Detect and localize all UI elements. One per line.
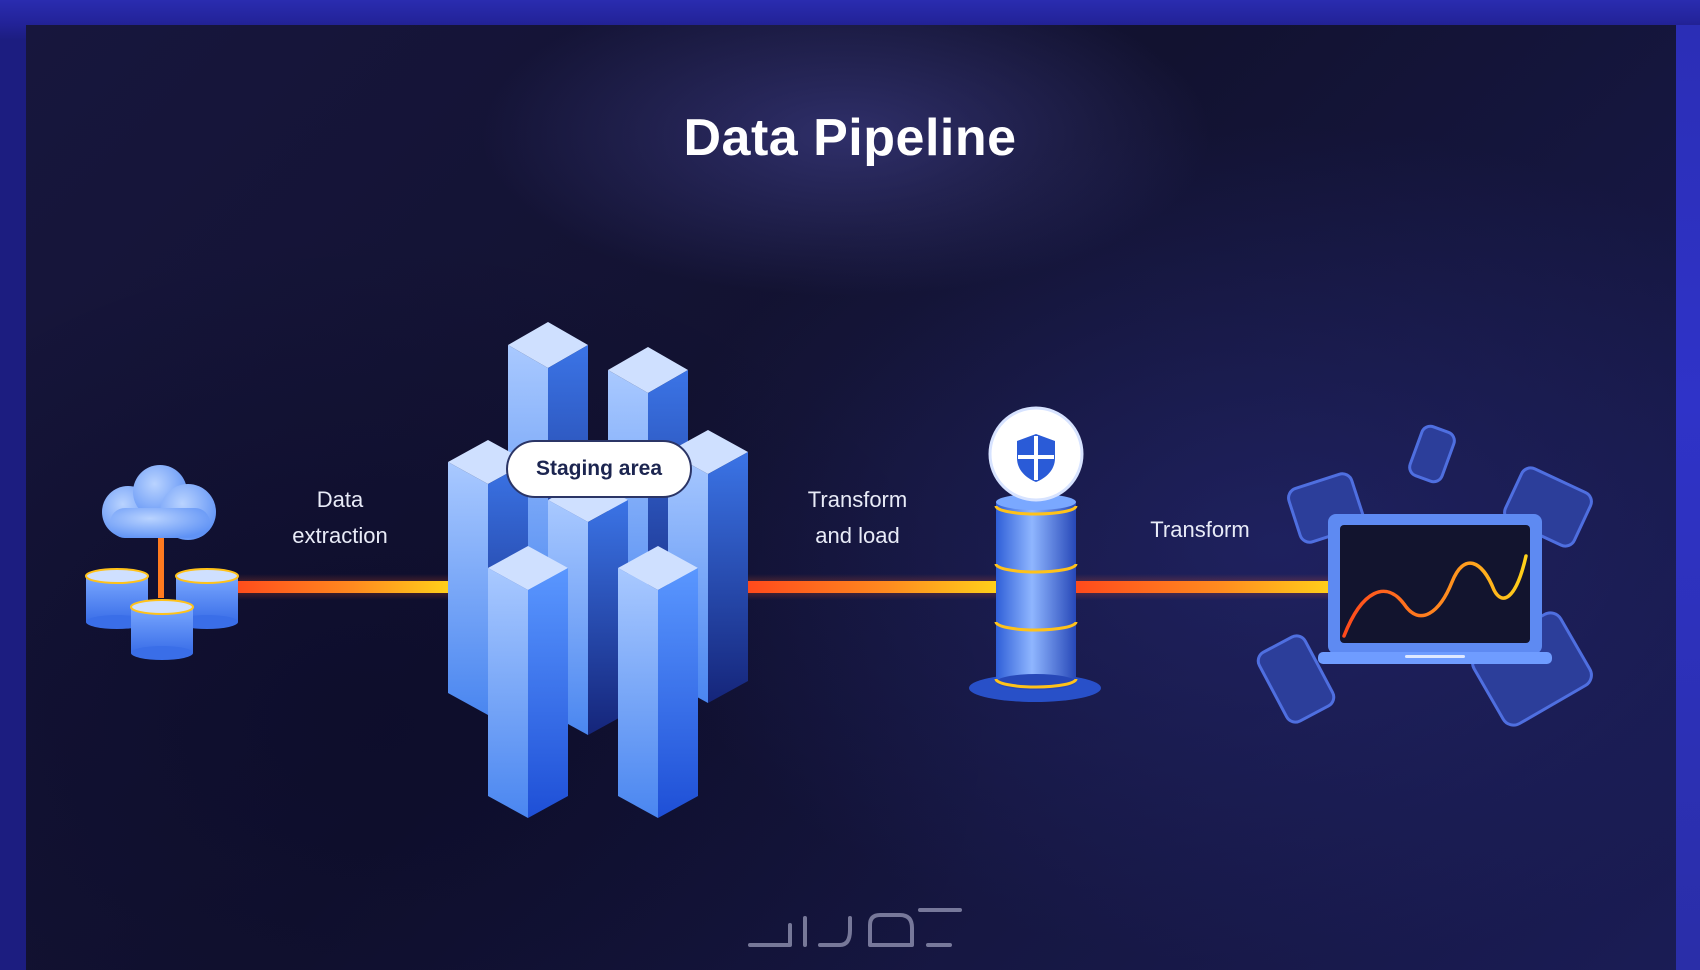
staging-area-towers <box>448 322 748 818</box>
diagram-panel <box>26 25 1676 970</box>
tower <box>618 546 698 818</box>
chart-line-icon <box>1342 554 1528 638</box>
transform-and-load-label: Transform and load <box>807 487 908 548</box>
flow-bar-transform-load <box>748 574 1000 600</box>
device-icon <box>1256 634 1336 724</box>
device-icon <box>1408 424 1456 484</box>
watermark <box>745 895 955 955</box>
data-extraction-label: Data extraction <box>292 487 388 548</box>
cloud-icon <box>102 465 216 540</box>
secure-database <box>969 406 1101 702</box>
staging-area-label: Staging area <box>506 440 692 498</box>
frame-right-edge <box>1676 25 1700 970</box>
laptop-icon <box>1318 514 1552 664</box>
database-icon <box>130 599 194 660</box>
watermark-logo <box>748 908 962 947</box>
analytics-destination <box>1256 424 1593 727</box>
flow-bar-extraction <box>232 574 452 600</box>
diagram-title: Data Pipeline <box>683 109 1017 167</box>
data-source-group <box>85 465 239 660</box>
transform-label: Transform <box>1150 517 1250 542</box>
shield-icon <box>988 406 1084 502</box>
tower <box>488 546 568 818</box>
flow-bar-transform <box>1075 574 1335 600</box>
